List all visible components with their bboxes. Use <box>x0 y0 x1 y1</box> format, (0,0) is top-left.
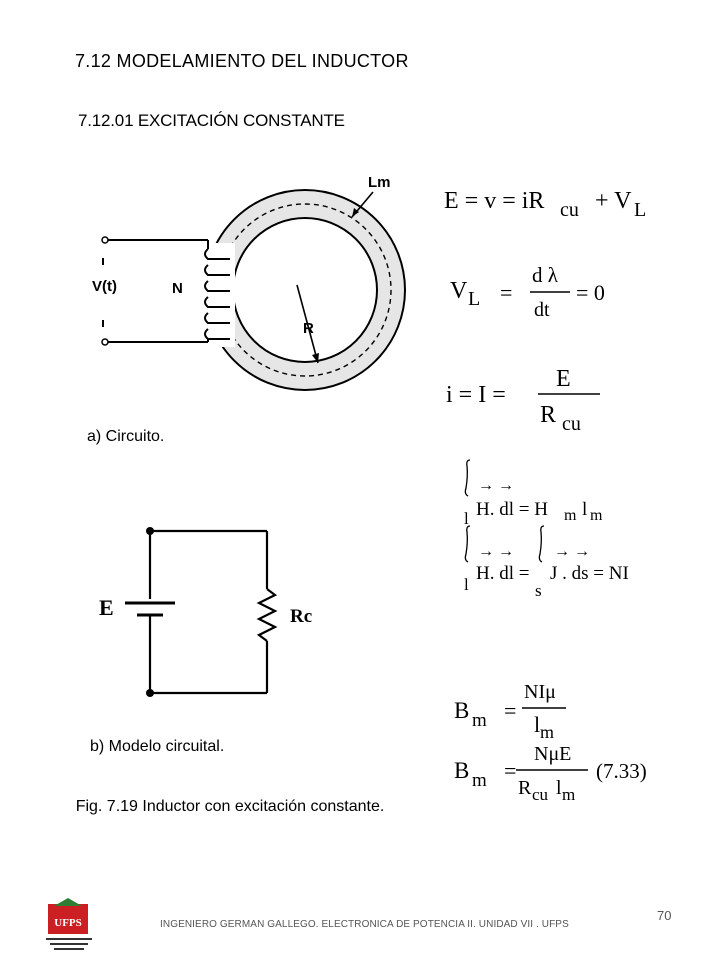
svg-text:E = v = iR: E = v = iR <box>444 188 544 214</box>
n-label: N <box>172 280 183 297</box>
caption-b: b) Modelo circuital. <box>90 738 225 755</box>
svg-text:= 0: = 0 <box>576 280 605 305</box>
svg-text:→ →: → → <box>478 477 514 494</box>
svg-text:H. dl = H: H. dl = H <box>476 499 548 520</box>
svg-text:NμE: NμE <box>534 743 571 765</box>
svg-text:→ →: → → <box>554 543 590 560</box>
svg-text:(7.33): (7.33) <box>596 759 647 783</box>
equation-2: V L = d λ dt = 0 <box>450 263 605 321</box>
svg-text:B: B <box>454 698 469 723</box>
svg-text:m: m <box>540 722 554 742</box>
circuit-model: E Rc <box>99 527 312 697</box>
node-bottom <box>146 689 154 697</box>
svg-text:L: L <box>468 288 480 310</box>
svg-text:=: = <box>500 280 512 305</box>
node-top <box>146 527 154 535</box>
terminal-top <box>101 236 109 244</box>
equation-1: E = v = iR cu + V L <box>444 188 646 221</box>
svg-text:i = I =: i = I = <box>446 382 506 408</box>
equation-7: B m = NμE R cu l m (7.33) <box>454 743 647 804</box>
caption-a: a) Circuito. <box>87 428 165 445</box>
equation-3: i = I = E R cu <box>446 366 600 435</box>
page-number: 70 <box>657 908 672 923</box>
e-label: E <box>99 595 114 620</box>
svg-text:V: V <box>450 278 468 304</box>
svg-text:m: m <box>472 770 487 791</box>
svg-text:cu: cu <box>532 785 549 804</box>
svg-text:l: l <box>582 499 587 520</box>
r-label: R <box>303 320 314 337</box>
svg-text:m: m <box>564 507 577 524</box>
svg-text:l: l <box>464 509 469 528</box>
svg-text:m: m <box>590 507 603 524</box>
ufps-logo: UFPS <box>46 898 92 950</box>
terminal-bottom <box>101 338 109 346</box>
footer-text: INGENIERO GERMAN GALLEGO. ELECTRONICA DE… <box>160 919 569 930</box>
section-heading: 7.12 MODELAMIENTO DEL INDUCTOR <box>75 51 409 71</box>
winding-coil <box>203 243 235 347</box>
svg-text:=: = <box>504 698 516 723</box>
svg-text:NIμ: NIμ <box>524 681 556 703</box>
svg-text:m: m <box>562 785 575 804</box>
radius-arrowhead <box>312 353 319 363</box>
resistor-zigzag <box>256 588 278 642</box>
svg-text:cu: cu <box>560 199 579 221</box>
figure-caption: Fig. 7.19 Inductor con excitación consta… <box>75 798 385 815</box>
svg-text:J . ds = NI: J . ds = NI <box>550 563 629 584</box>
lm-arrowhead <box>352 208 359 217</box>
lm-label: Lm <box>368 174 391 191</box>
svg-text:H. dl =: H. dl = <box>476 563 529 584</box>
equation-6: B m = NIμ l m <box>454 681 566 742</box>
svg-text:E: E <box>556 366 571 392</box>
svg-text:l: l <box>556 777 562 799</box>
svg-text:R: R <box>540 402 556 428</box>
equation-4: l → → H. dl = H m l m <box>464 459 603 528</box>
toroid-figure: V(t) N Lm R <box>92 174 406 391</box>
svg-text:B: B <box>454 758 469 783</box>
svg-text:=: = <box>504 758 516 783</box>
equation-5: l → → H. dl = s → → J . ds = NI <box>464 525 629 600</box>
mean-path-line <box>218 203 392 377</box>
toroid-core <box>204 189 406 391</box>
svg-text:d λ: d λ <box>532 263 559 287</box>
radius-line <box>296 284 319 364</box>
svg-text:dt: dt <box>534 299 550 321</box>
terminal-wires <box>102 239 209 343</box>
svg-text:L: L <box>634 199 646 221</box>
svg-text:l: l <box>534 712 540 737</box>
equations-panel: E = v = iR cu + V L V L = d λ dt = 0 i =… <box>444 188 647 804</box>
svg-text:m: m <box>472 710 487 731</box>
rc-label: Rc <box>290 606 312 627</box>
svg-text:R: R <box>518 777 532 799</box>
svg-text:l: l <box>464 575 469 594</box>
svg-text:+ V: + V <box>595 188 632 214</box>
svg-text:cu: cu <box>562 413 581 435</box>
svg-text:s: s <box>535 581 542 600</box>
subsection-heading: 7.12.01 EXCITACIÓN CONSTANTE <box>78 111 345 130</box>
svg-text:UFPS: UFPS <box>54 917 82 929</box>
vt-label: V(t) <box>92 278 117 295</box>
svg-text:→ →: → → <box>478 543 514 560</box>
